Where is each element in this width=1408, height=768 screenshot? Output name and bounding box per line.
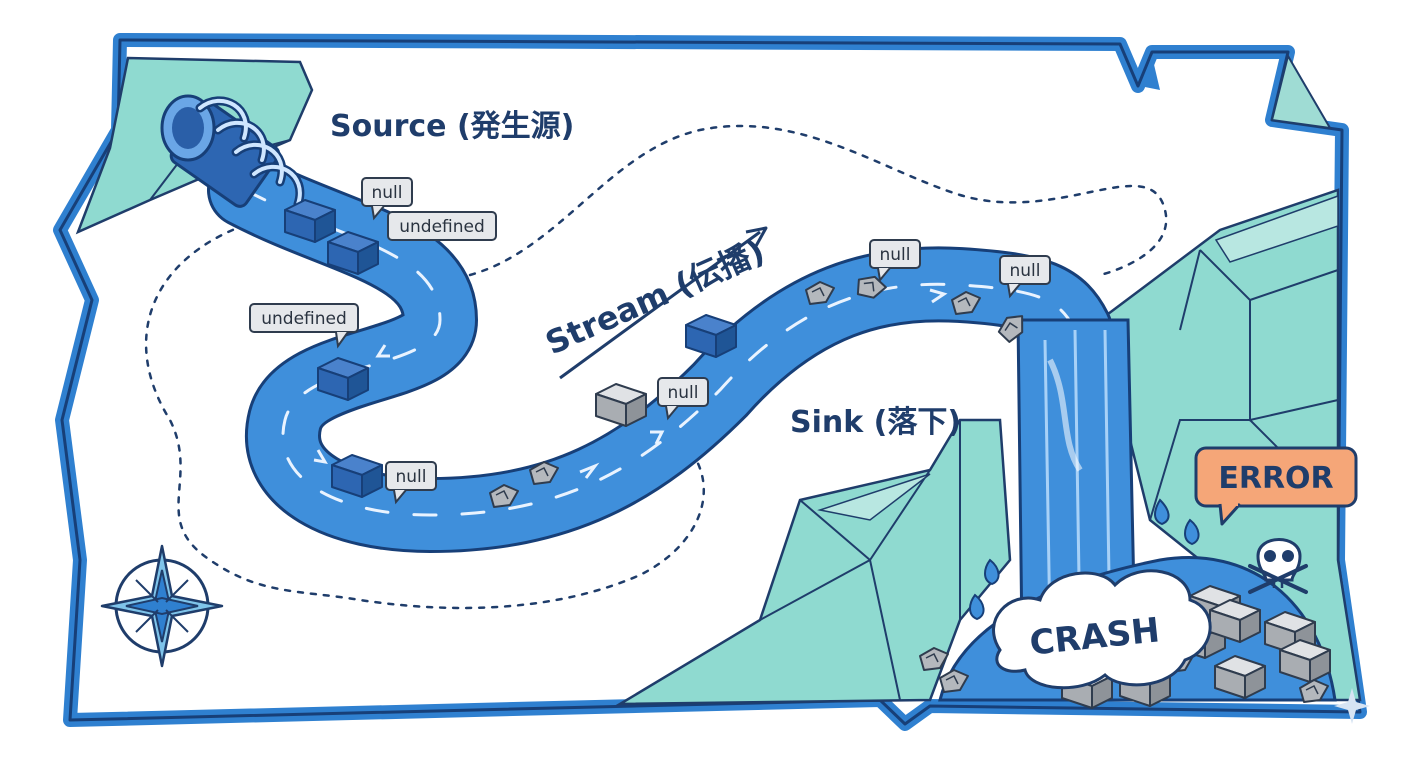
lower-cliffs	[615, 418, 1012, 706]
compass-icon	[100, 544, 224, 668]
dashed-trails	[145, 124, 1168, 610]
crash-debris	[919, 498, 1331, 709]
source-label: Source (発生源)	[330, 109, 574, 144]
tag-null: null	[869, 239, 921, 283]
tag-text: null	[396, 467, 427, 487]
sink-label: Sink (落下)	[790, 405, 961, 440]
tag-text: undefined	[261, 309, 347, 329]
crash-cloud-icon: CRASH	[992, 569, 1212, 690]
river-stream	[207, 152, 1137, 642]
stream-arrow-head	[745, 226, 768, 247]
pipe-icon	[160, 94, 305, 209]
skull-icon	[1248, 538, 1308, 594]
corner-fold	[1140, 53, 1332, 130]
error-badge: ERROR	[1194, 446, 1358, 526]
tag-text: undefined	[399, 217, 485, 237]
tag-text: null	[668, 383, 699, 403]
error-text: ERROR	[1218, 461, 1333, 496]
tag-undefined: undefined	[249, 303, 359, 349]
stream-arrow	[559, 230, 761, 380]
tag-null: null	[385, 461, 437, 505]
tag-null: null	[999, 255, 1051, 299]
tag-text: null	[372, 183, 403, 203]
tag-text: null	[1010, 261, 1041, 281]
tag-null: null	[361, 177, 413, 221]
tag-null: null	[657, 377, 709, 421]
sparkle-icon	[1334, 688, 1370, 724]
tag-undefined: undefined	[387, 211, 497, 241]
tag-text: null	[880, 245, 911, 265]
